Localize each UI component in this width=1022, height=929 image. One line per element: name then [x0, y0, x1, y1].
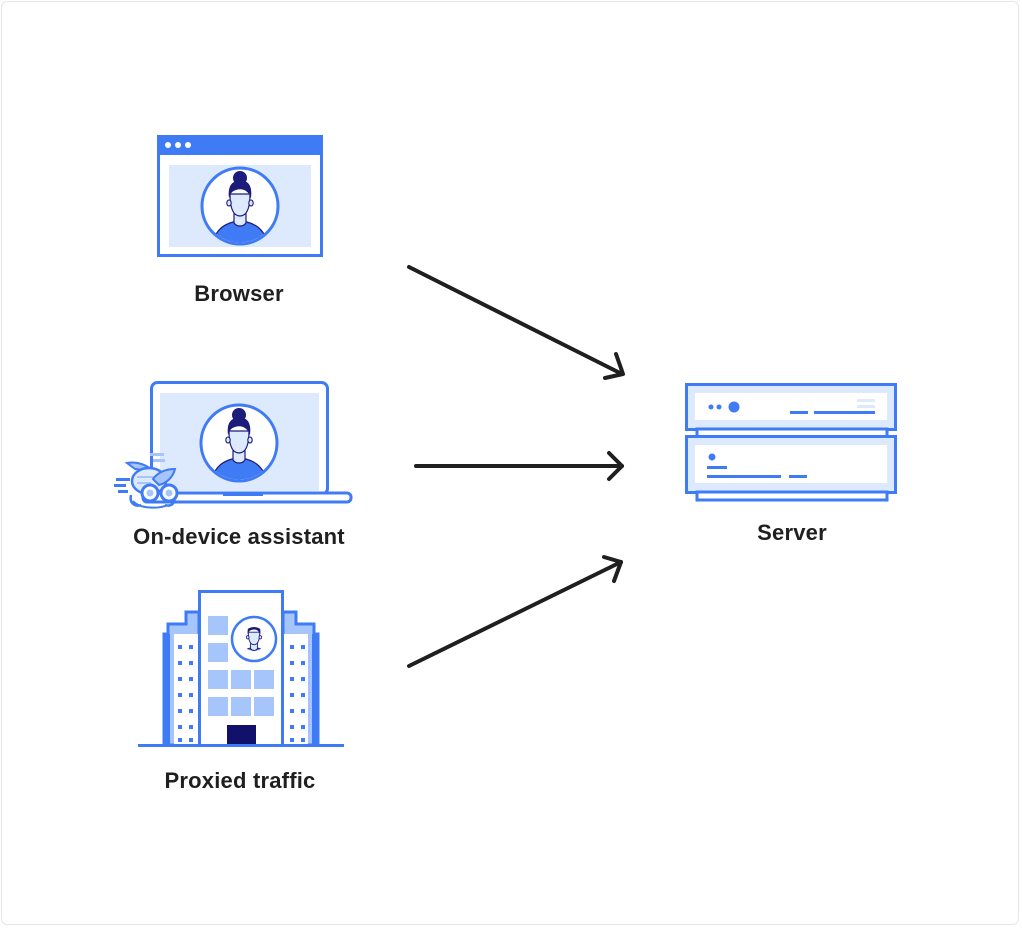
user-avatar-icon	[199, 403, 279, 483]
laptop-with-assistant-icon	[114, 381, 353, 509]
assistant-label: On-device assistant	[133, 524, 345, 549]
proxy-label: Proxied traffic	[164, 768, 316, 793]
assistant-mascot-icon	[114, 453, 179, 509]
proxy-node	[136, 588, 346, 750]
browser-node	[157, 135, 323, 257]
browser-label: Browser	[194, 281, 284, 306]
arrow-assistant-to-server	[414, 451, 624, 481]
server-label: Server	[757, 520, 827, 545]
server-node	[685, 383, 899, 503]
arrow-browser-to-server	[407, 265, 625, 380]
user-avatar-icon	[200, 166, 280, 246]
server-rack-icon	[685, 383, 897, 502]
user-avatar-icon	[230, 615, 278, 663]
arrow-proxy-to-server	[407, 555, 623, 668]
office-building-icon	[138, 590, 344, 747]
assistant-node	[113, 381, 353, 509]
browser-window-icon	[157, 135, 323, 257]
